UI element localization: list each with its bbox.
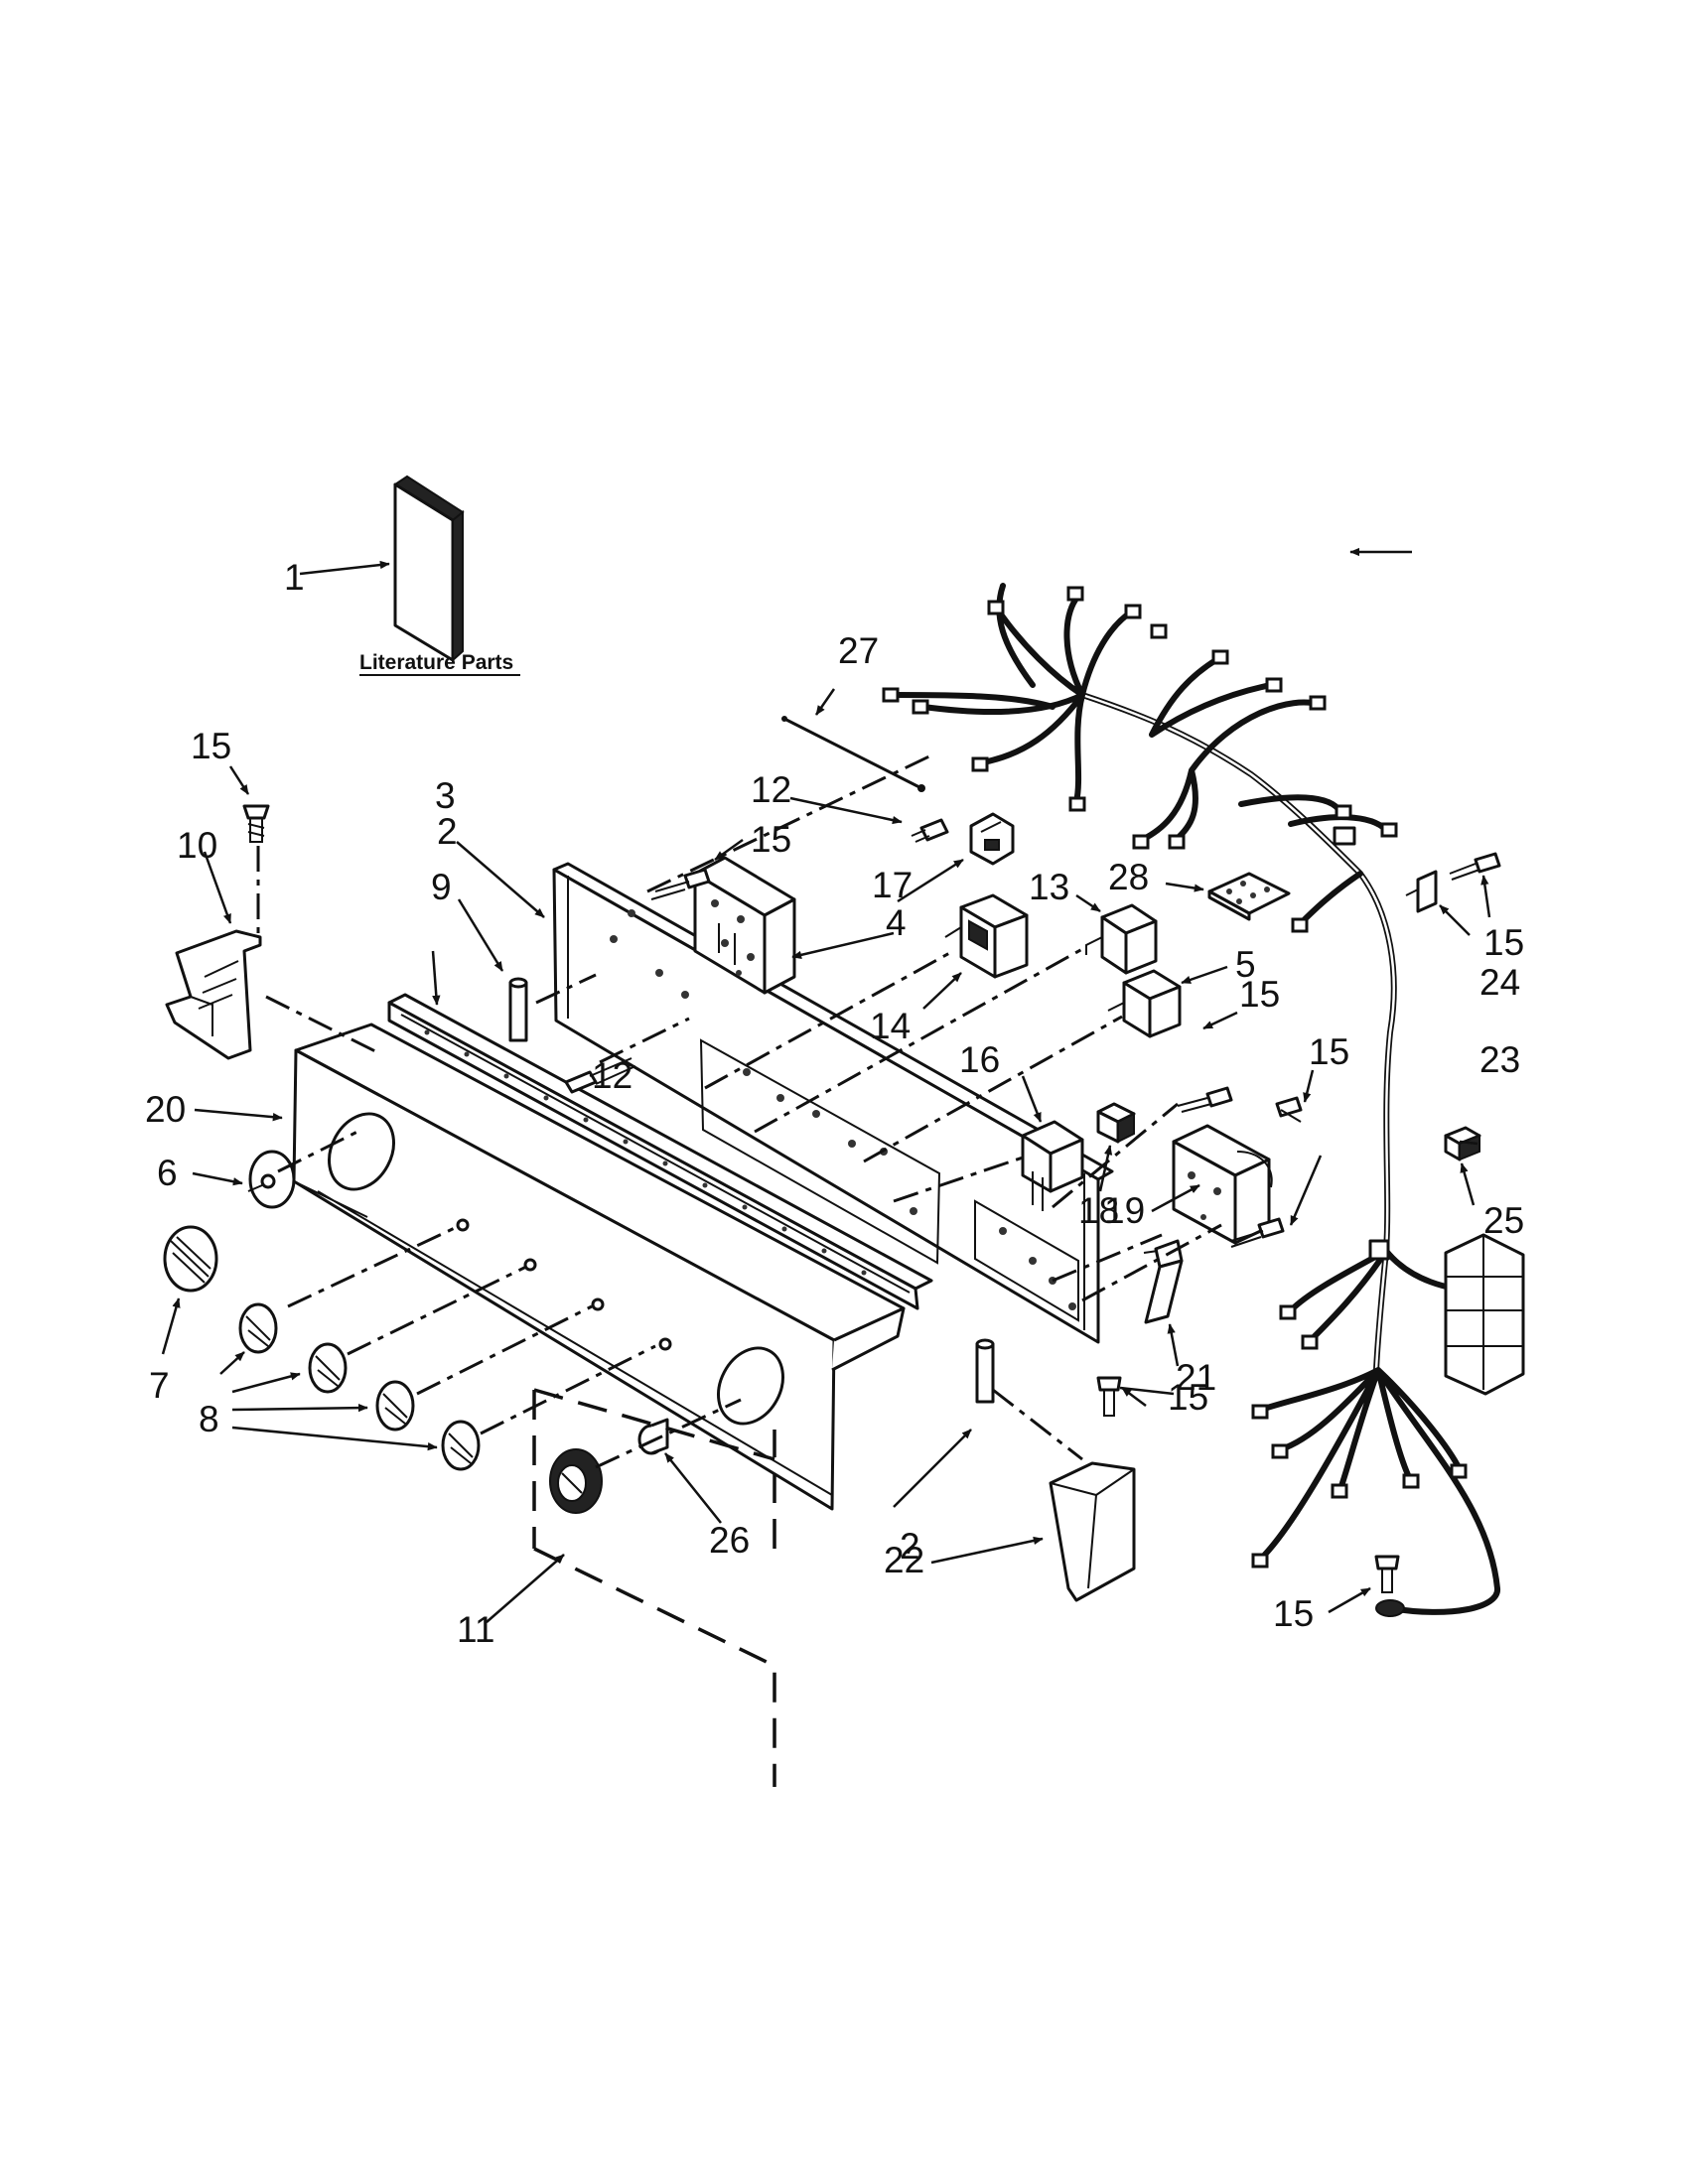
screw-bracket — [564, 1057, 636, 1094]
callout-28: 28 — [1108, 857, 1149, 897]
callout-24: 24 — [1479, 962, 1520, 1003]
timer-module — [693, 856, 796, 995]
callout-4: 4 — [886, 902, 907, 943]
callout-9: 9 — [431, 867, 452, 907]
selector-switch-13 — [1085, 903, 1158, 975]
callout-15-cap: 15 — [1168, 1377, 1208, 1418]
callout-13: 13 — [1029, 867, 1069, 907]
callout-10: 10 — [177, 825, 217, 866]
knob-with-indicator — [549, 1448, 603, 1514]
callout-26: 26 — [709, 1520, 750, 1561]
callout-1: 1 — [284, 557, 305, 598]
leader-lines — [161, 547, 1491, 1623]
callout-3: 3 — [435, 775, 456, 816]
callout-25: 25 — [1483, 1200, 1524, 1241]
callout-5: 5 — [1235, 944, 1256, 985]
left-end-cap — [165, 929, 262, 1060]
callout-15-timer: 15 — [751, 819, 791, 860]
callout-15-right: 15 — [1309, 1031, 1349, 1072]
callout-19: 19 — [1104, 1190, 1145, 1231]
callout-23: 23 — [1479, 1039, 1520, 1080]
callout-8: 8 — [199, 1399, 219, 1439]
literature-parts-caption: Literature Parts — [359, 651, 513, 674]
channel-strip — [387, 993, 933, 1310]
knob-spacer-26 — [637, 1418, 669, 1455]
timer-module-19 — [1172, 1124, 1273, 1245]
right-end-cap — [1049, 1461, 1136, 1602]
alignment-lines — [265, 752, 1222, 1469]
callout-14: 14 — [870, 1006, 911, 1046]
rotary-switch — [944, 893, 1029, 979]
terminal-block-18 — [1096, 1102, 1136, 1144]
callout-22: 22 — [884, 1540, 924, 1580]
screw-15-mid-a — [1177, 1086, 1233, 1113]
callout-21: 21 — [1176, 1357, 1216, 1398]
callout-20: 20 — [145, 1089, 186, 1130]
screw-right-cap — [1096, 1376, 1122, 1417]
callout-7: 7 — [149, 1365, 170, 1406]
knob-mounting-plate — [247, 1150, 296, 1209]
grounding-bracket — [1143, 1239, 1184, 1324]
callout-6: 6 — [157, 1153, 178, 1193]
selector-switch-16 — [1021, 1120, 1084, 1211]
callout-16: 16 — [959, 1039, 1000, 1080]
callout-15-mid: 15 — [1239, 974, 1280, 1015]
callout-12-lower: 12 — [592, 1055, 633, 1096]
callout-15-ground: 15 — [1273, 1593, 1314, 1634]
control-knob-2 — [308, 1342, 348, 1394]
screw-left-cap — [242, 804, 270, 843]
spacer-upper — [508, 977, 528, 1042]
console-front-panel — [292, 1023, 906, 1511]
spacer-lower — [975, 1338, 995, 1404]
control-knob-3 — [375, 1380, 415, 1432]
screw-15-ground — [1374, 1555, 1400, 1593]
callout-15-clip: 15 — [1483, 922, 1524, 963]
circuit-board — [1207, 872, 1291, 921]
literature-booklet — [393, 475, 465, 663]
callout-12-upper: 12 — [751, 769, 791, 810]
callout-labels: 1 2 2 3 4 5 6 7 8 9 10 11 12 12 13 14 15… — [145, 557, 1524, 1650]
callout-2-upper: 2 — [437, 811, 458, 852]
wire-harness — [882, 583, 1525, 1617]
control-knob-4 — [441, 1420, 481, 1471]
callout-17: 17 — [872, 865, 913, 905]
selector-switch-5 — [1107, 969, 1182, 1038]
relay-clip — [969, 812, 1015, 866]
wire-tie-clip — [1405, 870, 1438, 913]
sensor-rod — [781, 716, 925, 792]
callout-27: 27 — [838, 630, 879, 671]
screw-timer — [650, 868, 711, 900]
callout-18: 18 — [1078, 1190, 1119, 1231]
callout-2-lower: 2 — [900, 1526, 920, 1567]
screw-upper-12 — [911, 818, 949, 843]
callout-11: 11 — [457, 1609, 494, 1650]
large-control-knob — [163, 1225, 218, 1293]
screw-15-mid-b — [1275, 1096, 1303, 1123]
screw-15-clip — [1449, 852, 1501, 881]
screw-15-mid-c — [1230, 1217, 1285, 1248]
callout-15-top-left: 15 — [191, 726, 231, 766]
control-knob-1 — [238, 1302, 278, 1354]
